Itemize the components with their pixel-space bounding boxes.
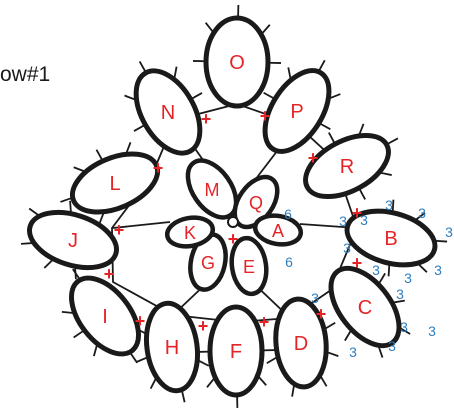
ring-j [27,209,119,271]
ring-label-f: F [230,341,242,363]
ring-k [164,215,216,249]
ring-label-g: G [201,253,215,273]
stitch-count: 3 [372,262,380,278]
ring-label-n: N [161,102,175,124]
join-mark: + [352,203,363,223]
caption-text: ow#1 [0,63,51,86]
ring-p [262,68,332,154]
ring-group: O P R B C D F H I J L N M QAE GK [27,15,438,398]
ring-label-b: B [384,228,397,250]
stitch-count: 3 [349,344,357,360]
join-mark: + [153,158,164,178]
join-mark: + [259,312,270,332]
ring-label-p: P [290,101,303,123]
ring-c [328,265,402,349]
ring-d [273,296,329,390]
ring-l [69,151,161,215]
join-mark: + [104,264,115,284]
ring-label-d: D [294,333,308,355]
ring-f [207,304,265,398]
ring-label-j: J [68,230,78,252]
join-mark: + [316,304,327,324]
ring-label-e: E [243,257,255,277]
ring-label-h: H [165,337,179,359]
join-mark: + [228,229,239,249]
stitch-count: 3 [404,270,412,286]
ring-label-a: A [272,221,284,241]
chain-spoke [112,221,171,229]
stitch-count: 3 [360,212,368,228]
join-mark: + [308,148,319,168]
stitch-count: 3 [445,224,453,240]
stitch-count: 3 [396,286,404,302]
center-ring [227,216,239,228]
stitch-count: 6 [285,254,293,270]
stitch-count: 3 [400,319,408,335]
ring-b [344,208,438,268]
ring-o [203,15,271,109]
ring-label-i: I [102,306,108,328]
stitch-count: 3 [434,262,442,278]
ring-i [69,275,141,357]
ring-label-c: C [358,297,372,319]
ring-h [143,300,201,394]
ring-label-q: Q [249,193,263,213]
stitch-count: 3 [388,338,396,354]
ring-label-k: K [184,223,196,243]
join-mark: + [135,311,146,331]
stitch-count: 3 [428,323,436,339]
stitch-count: 3 [339,213,347,229]
ring-label-o: O [229,52,245,74]
join-mark: + [114,220,125,240]
stitch-count: 6 [284,206,292,222]
join-mark: + [198,316,209,336]
join-mark: + [201,109,212,129]
ring-a [252,213,304,247]
ring-label-r: R [340,156,354,178]
ring-m [185,158,239,220]
stitch-count: 3 [385,197,393,213]
stitch-count: 3 [343,240,351,256]
join-group: + + + + + + + + + + + + + [104,106,363,336]
join-mark: + [352,253,363,273]
ring-r [303,132,391,200]
ring-e [229,235,269,297]
stitch-count: 3 [418,205,426,221]
join-mark: + [260,106,271,126]
ring-label-l: L [109,173,120,195]
ring-label-m: M [205,180,220,200]
stitch-count: 3 [311,290,319,306]
ring-n [133,68,203,156]
